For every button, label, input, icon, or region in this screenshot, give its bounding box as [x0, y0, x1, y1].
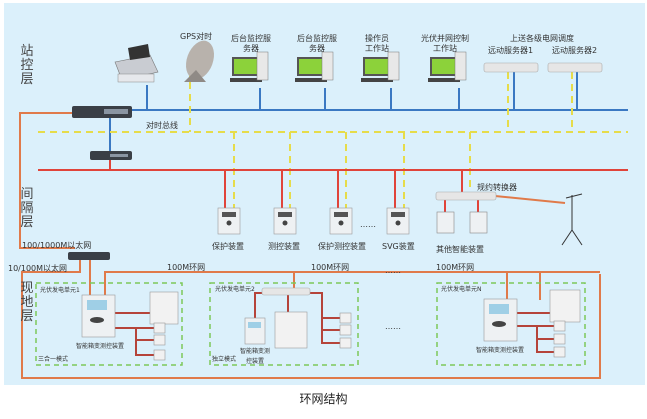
- printer-icon: [114, 44, 159, 83]
- unit1-inverter-icon: [149, 291, 179, 325]
- unit1-controller-icon: [81, 294, 116, 338]
- converter-icon: [435, 191, 497, 201]
- svg-device-icon: [386, 207, 410, 235]
- upload-title-label: 上送各级电网调度: [510, 34, 574, 43]
- unit2-switch-icon: [261, 287, 311, 296]
- ring2-label: 100M环网: [311, 263, 350, 272]
- unit-wiring: [115, 292, 554, 356]
- unitn-controller-icon: [483, 298, 518, 342]
- core-switch: [72, 106, 132, 118]
- other-device-icons: [436, 211, 488, 234]
- u1-to-boxes: [115, 327, 154, 356]
- prot-measure-label: 保护测控装置: [318, 242, 366, 251]
- remote-server2-icon: [547, 62, 603, 73]
- eth-100-label: 10/100M以太网: [8, 264, 68, 273]
- bay-ellipsis: ……: [360, 220, 376, 229]
- ring-ellipsis-1: ……: [385, 266, 401, 275]
- bay-drops: [224, 170, 479, 212]
- protection-device-icon: [217, 207, 241, 235]
- remote-server1-icon: [483, 62, 539, 73]
- ring1-label: 100M环网: [167, 263, 206, 272]
- eth-100-link: [21, 258, 601, 379]
- bay-switch: [90, 151, 132, 160]
- prot-measure-device-icon: [329, 207, 353, 235]
- svg-label: SVG装置: [382, 242, 415, 251]
- unit2-box: [209, 282, 359, 366]
- weather-link: [494, 195, 566, 204]
- unit1-mode: 三合一模式: [38, 356, 69, 363]
- server1-label: 后台监控服务器: [231, 34, 271, 53]
- unitn-combiner-boxes: [553, 320, 566, 358]
- gps-dish-icon: [184, 40, 215, 82]
- measure-label: 测控装置: [268, 242, 300, 251]
- gps-label: GPS对时: [180, 32, 213, 41]
- other-label: 其他智能装置: [436, 245, 484, 254]
- ring3-label: 100M环网: [436, 263, 475, 272]
- unit2-controller-icon: [244, 317, 266, 345]
- unit1-title: 光伏发电单元1: [40, 287, 80, 294]
- unit2-mode: 独立模式: [212, 356, 237, 363]
- weather-station-icon: [561, 193, 583, 246]
- remote1-label: 远动服务器1: [488, 46, 534, 55]
- unit1-box: [35, 282, 183, 366]
- unitn-title: 光伏发电单元N: [441, 286, 482, 293]
- layer-station-label: 站控层: [20, 44, 34, 87]
- remote2-label: 远动服务器2: [552, 46, 598, 55]
- diagram-caption: 环网结构: [299, 392, 348, 406]
- field-ring-lines: [19, 112, 601, 379]
- measure-device-icon: [273, 207, 297, 235]
- operator-label: 操作员工作站: [365, 34, 389, 53]
- unitn-inverter-icon: [549, 289, 581, 323]
- unit1-device-label: 智能箱变测控装置: [76, 343, 125, 350]
- unit2-device-label: 智能箱变测控装置: [240, 348, 271, 365]
- server1-computer-icon: [230, 51, 269, 82]
- unit-boxes: [35, 282, 586, 366]
- server2-label: 后台监控服务器: [297, 34, 337, 53]
- layer-bay-label: 间隔层: [20, 187, 34, 230]
- server2-computer-icon: [295, 51, 334, 82]
- eth-1000-label: 100/1000M以太网: [22, 241, 92, 250]
- field-switch: [68, 252, 110, 260]
- ring-ellipsis-2: ……: [385, 322, 401, 331]
- pv-control-label: 光伏并网控制工作站: [421, 34, 469, 53]
- converter-label: 规约转换器: [477, 183, 517, 192]
- unit2-title: 光伏发电单元2: [215, 286, 255, 293]
- pv-control-computer-icon: [428, 51, 467, 82]
- unitn-device-label: 智能箱变测控装置: [476, 347, 525, 354]
- operator-computer-icon: [361, 51, 400, 82]
- protection-label: 保护装置: [212, 242, 244, 251]
- time-bus-label: 对时总线: [146, 121, 178, 130]
- unit1-combiner-boxes: [153, 322, 166, 361]
- layer-field-label: 现地层: [20, 281, 34, 324]
- main-trunk: [19, 112, 88, 249]
- unit2-combiner-boxes: [339, 312, 352, 349]
- unit1-ring: [104, 271, 541, 300]
- unitn-box: [436, 282, 586, 366]
- unit2-inverter-icon: [274, 311, 308, 349]
